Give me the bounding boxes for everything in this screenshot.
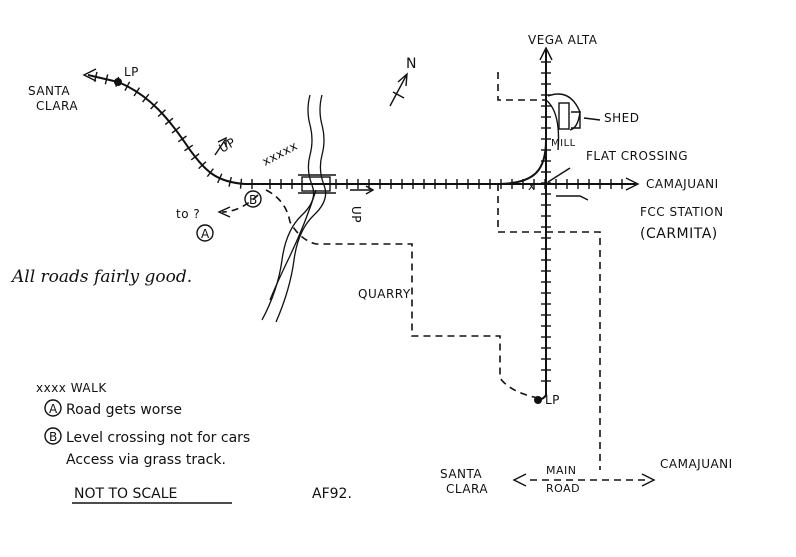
point-a-circle	[196, 224, 214, 242]
carmita-label: (CARMITA)	[640, 226, 718, 242]
up-arrow-main: UP	[349, 185, 375, 223]
branch-sleeper	[171, 126, 181, 134]
key-b-text-2: Access via grass track.	[66, 452, 226, 468]
fcc-station-label: FCC STATION	[640, 205, 724, 219]
branch-sleeper	[239, 178, 243, 189]
walk-xxxxx-label: xxxxx	[260, 138, 300, 168]
railway-main-line	[262, 177, 640, 191]
north-arrow: N	[389, 56, 417, 107]
branch-sleeper	[133, 87, 141, 97]
shed-label: SHED	[604, 111, 639, 125]
flat-crossing-pointer	[547, 167, 571, 183]
quarry-label: QUARRY	[358, 287, 411, 301]
branch-sleeper	[142, 93, 150, 103]
river	[261, 94, 336, 323]
main-road-label-1: MAIN	[546, 464, 577, 477]
santa-clara-bottom-label-1: SANTA	[440, 467, 482, 481]
up-main-label: UP	[349, 206, 363, 223]
camajuani-road-label: CAMAJUANI	[660, 457, 733, 471]
up-arrow-curve: UP	[214, 135, 239, 156]
railway-santa-clara-branch	[82, 68, 262, 189]
signature: AF92.	[312, 486, 352, 502]
fcc-station-pointer	[556, 195, 589, 201]
vega-alta-label: VEGA ALTA	[528, 33, 598, 47]
point-a-label: A	[201, 227, 210, 241]
branch-sleeper	[228, 176, 232, 187]
lp-top-label: LP	[124, 65, 139, 79]
branch-sleeper	[150, 101, 158, 110]
santa-clara-top-label-1: SANTA	[28, 84, 70, 98]
point-b-label: B	[249, 193, 258, 207]
key-b-circle	[44, 427, 62, 445]
walk-marks: xxxxx	[260, 138, 300, 168]
not-to-scale-note: NOT TO SCALE	[74, 486, 177, 502]
santa-clara-bottom-label-2: CLARA	[446, 482, 488, 496]
crossing-x-mark: x	[528, 179, 536, 193]
lp-dot-top	[114, 78, 122, 86]
branch-sleeper	[206, 168, 214, 178]
flat-crossing-label: FLAT CROSSING	[586, 149, 688, 163]
key-a-text: Road gets worse	[66, 402, 182, 418]
north-label: N	[406, 56, 417, 72]
point-b-circle	[244, 190, 262, 208]
mill-shed-complex	[547, 93, 601, 131]
key-a-letter: A	[49, 402, 58, 416]
roads	[217, 72, 656, 487]
key-b-text-1: Level crossing not for cars	[66, 430, 250, 446]
walk-key: xxxx WALK	[36, 381, 107, 395]
branch-sleeper	[157, 109, 166, 118]
mill-label: MILL	[551, 138, 576, 149]
lp-bottom-label: LP	[545, 393, 560, 407]
branch-sleeper	[190, 153, 200, 161]
branch-sleeper	[164, 117, 174, 126]
railway-vega-alta-line	[499, 46, 560, 404]
branch-sleeper	[198, 161, 207, 170]
camajuani-rail-label: CAMAJUANI	[646, 177, 719, 191]
branch-sleeper	[124, 81, 131, 92]
branch-sleeper	[104, 74, 109, 85]
roads-note: All roads fairly good.	[10, 267, 192, 287]
branch-sleeper	[184, 144, 194, 152]
key-a-circle	[44, 399, 62, 417]
branch-sleeper	[217, 173, 223, 184]
up-curve-label: UP	[217, 135, 239, 156]
branch-sleeper	[177, 135, 187, 143]
to-question-label: to ?	[176, 207, 200, 221]
santa-clara-top-label-2: CLARA	[36, 99, 78, 113]
main-road-label-2: ROAD	[546, 482, 580, 495]
key-b-letter: B	[49, 430, 58, 444]
